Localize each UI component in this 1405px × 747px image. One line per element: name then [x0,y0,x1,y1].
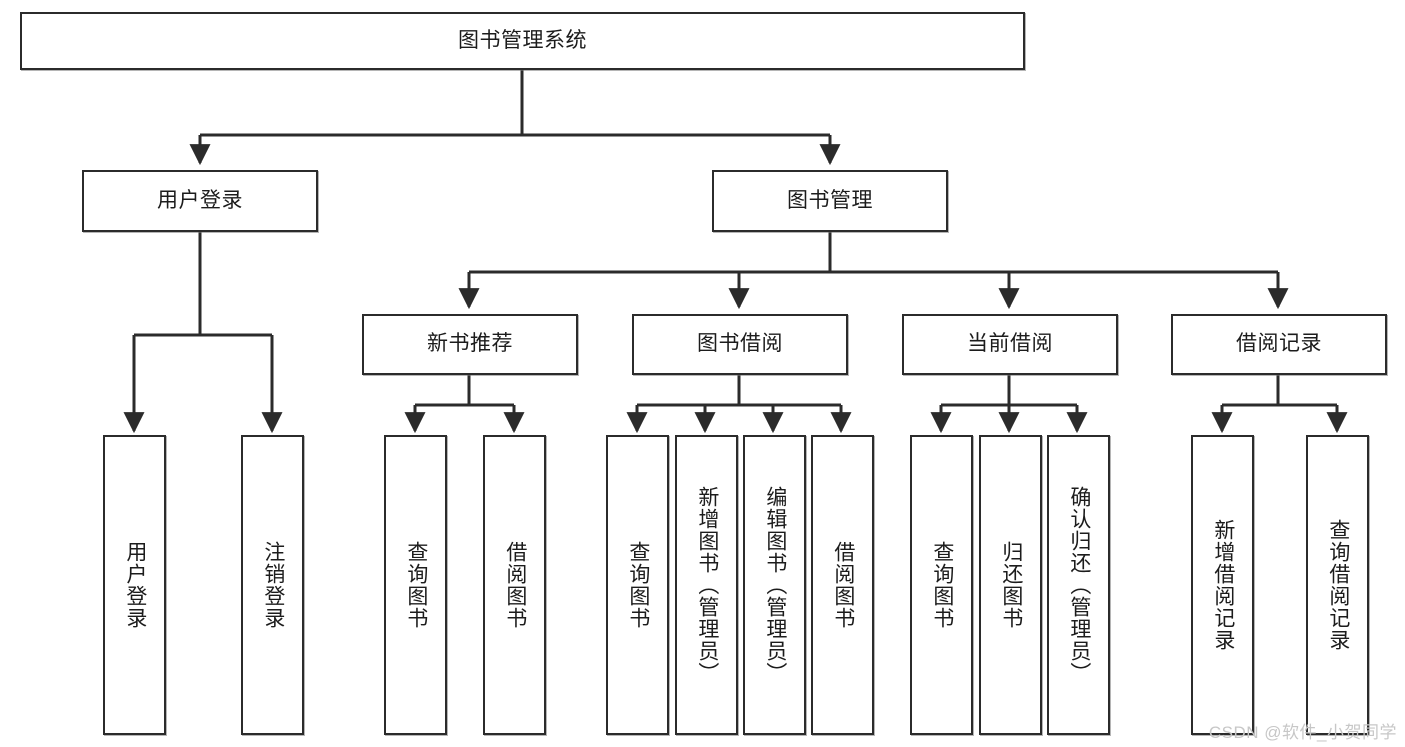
node-label: 当前借阅 [967,332,1053,356]
node-user-login[interactable]: 用户登录 [82,170,318,232]
node-label: 查询图书 [626,541,650,629]
leaf-current-confirm-return[interactable]: 确认归还（管理员） [1047,435,1110,735]
leaf-user-login-logout[interactable]: 注销登录 [241,435,304,735]
node-label: 归还图书 [999,541,1023,629]
node-label: 查询图书 [404,541,428,629]
leaf-borrow-edit-book[interactable]: 编辑图书（管理员） [743,435,806,735]
node-label: 新书推荐 [427,332,513,356]
leaf-borrow-borrow-book[interactable]: 借阅图书 [811,435,874,735]
leaf-record-query-record[interactable]: 查询借阅记录 [1306,435,1369,735]
node-root-system[interactable]: 图书管理系统 [20,12,1025,70]
node-new-book-recommend[interactable]: 新书推荐 [362,314,578,375]
leaf-recommend-query-book[interactable]: 查询图书 [384,435,447,735]
node-label: 借阅图书 [831,541,855,629]
node-label: 图书管理系统 [458,28,587,52]
node-label: 确认归还（管理员） [1067,486,1091,684]
node-label: 借阅记录 [1236,332,1322,356]
leaf-user-login-login[interactable]: 用户登录 [103,435,166,735]
node-label: 用户登录 [123,541,147,629]
leaf-current-query-book[interactable]: 查询图书 [910,435,973,735]
csdn-watermark: CSDN @软件_小贺同学 [1208,723,1397,742]
node-book-management[interactable]: 图书管理 [712,170,948,232]
node-label: 图书借阅 [697,332,783,356]
node-label: 用户登录 [157,188,243,212]
node-book-borrow[interactable]: 图书借阅 [632,314,848,375]
node-label: 图书管理 [787,188,873,212]
node-label: 新增借阅记录 [1211,519,1235,651]
leaf-record-add-record[interactable]: 新增借阅记录 [1191,435,1254,735]
node-label: 查询图书 [930,541,954,629]
leaf-borrow-query-book[interactable]: 查询图书 [606,435,669,735]
node-current-borrow[interactable]: 当前借阅 [902,314,1118,375]
node-borrow-record[interactable]: 借阅记录 [1171,314,1387,375]
node-label: 新增图书（管理员） [695,486,719,684]
node-label: 借阅图书 [503,541,527,629]
leaf-current-return-book[interactable]: 归还图书 [979,435,1042,735]
leaf-recommend-borrow-book[interactable]: 借阅图书 [483,435,546,735]
leaf-borrow-add-book[interactable]: 新增图书（管理员） [675,435,738,735]
node-label: 注销登录 [261,541,285,629]
node-label: 查询借阅记录 [1326,519,1350,651]
node-label: 编辑图书（管理员） [763,486,787,684]
